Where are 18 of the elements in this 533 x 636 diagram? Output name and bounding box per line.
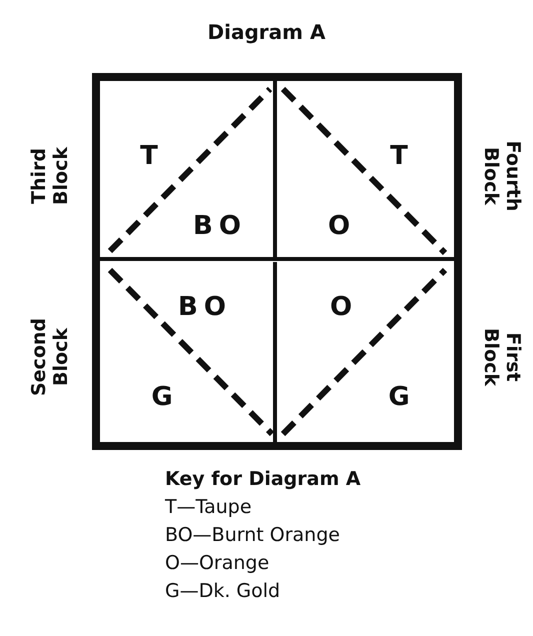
block-label: Fourth Block <box>480 140 524 214</box>
key-entry: G—Dk. Gold <box>165 580 280 602</box>
key-entry: T—Taupe <box>165 496 252 518</box>
color-code-letter: T <box>390 141 414 171</box>
title: Diagram A <box>206 20 326 44</box>
key-entry: O—Orange <box>165 552 270 574</box>
key-entry: BO—Burnt Orange <box>165 524 340 546</box>
key-heading: Key for Diagram A <box>165 468 361 490</box>
color-code-letter: O <box>328 211 356 241</box>
color-code-letter: G <box>388 382 416 412</box>
color-code-letter: BO <box>178 292 232 322</box>
color-code-letter: G <box>151 382 179 412</box>
color-code-letter: BO <box>193 211 247 241</box>
block-label: Third Block <box>28 146 72 207</box>
color-code-letter: T <box>140 141 164 171</box>
block-label: Second Block <box>28 317 72 397</box>
color-code-letter: O <box>330 292 358 322</box>
block-label: First Block <box>480 327 524 388</box>
